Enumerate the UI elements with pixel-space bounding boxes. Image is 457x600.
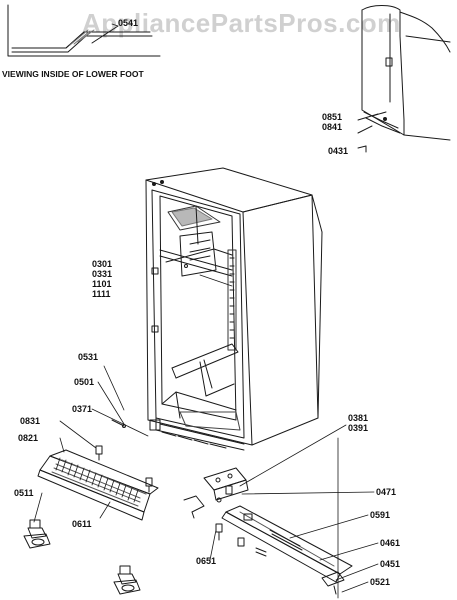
part-label-0651: 0651 — [196, 556, 217, 566]
part-label-group-0851: 0851 0841 — [322, 112, 342, 132]
part-label-0371: 0371 — [72, 404, 93, 414]
part-label-0531: 0531 — [78, 352, 99, 362]
leveling-leg-rear — [113, 565, 141, 595]
upper-back-panel — [357, 5, 451, 153]
part-label-group-0301: 0301 0331 1101 1111 — [92, 259, 112, 299]
part-label-0611: 0611 — [72, 519, 92, 529]
leader-lines — [33, 23, 379, 599]
part-label-0841: 0841 — [322, 122, 343, 132]
part-label-group-0381: 0381 0391 — [348, 413, 368, 433]
part-label-0451: 0451 — [380, 559, 401, 569]
leveling-leg-front — [23, 519, 51, 549]
lower-hinge-assembly — [183, 467, 249, 541]
part-label-1101: 1101 — [92, 279, 112, 289]
part-label-0541: 0541 — [118, 18, 139, 28]
part-label-1111: 1111 — [92, 289, 111, 299]
watermark: AppliancePartsPros.com — [82, 8, 401, 38]
part-label-0511: 0511 — [14, 488, 34, 498]
inset-caption: VIEWING INSIDE OF LOWER FOOT — [2, 69, 144, 79]
lower-foot-inset — [7, 4, 161, 57]
part-label-0431: 0431 — [328, 146, 349, 156]
part-label-0851: 0851 — [322, 112, 343, 122]
part-label-0331: 0331 — [92, 269, 113, 279]
part-label-0821: 0821 — [18, 433, 39, 443]
part-label-0501: 0501 — [74, 377, 95, 387]
part-label-0521: 0521 — [370, 577, 391, 587]
toe-grille — [37, 419, 159, 521]
part-label-0381: 0381 — [348, 413, 369, 423]
part-label-0461: 0461 — [380, 538, 401, 548]
part-label-0301: 0301 — [92, 259, 113, 269]
part-label-0591: 0591 — [370, 510, 391, 520]
bottom-rail — [221, 505, 353, 595]
cabinet-body — [145, 167, 323, 451]
part-label-0391: 0391 — [348, 423, 369, 433]
part-label-0471: 0471 — [376, 487, 397, 497]
part-label-0831: 0831 — [20, 416, 41, 426]
